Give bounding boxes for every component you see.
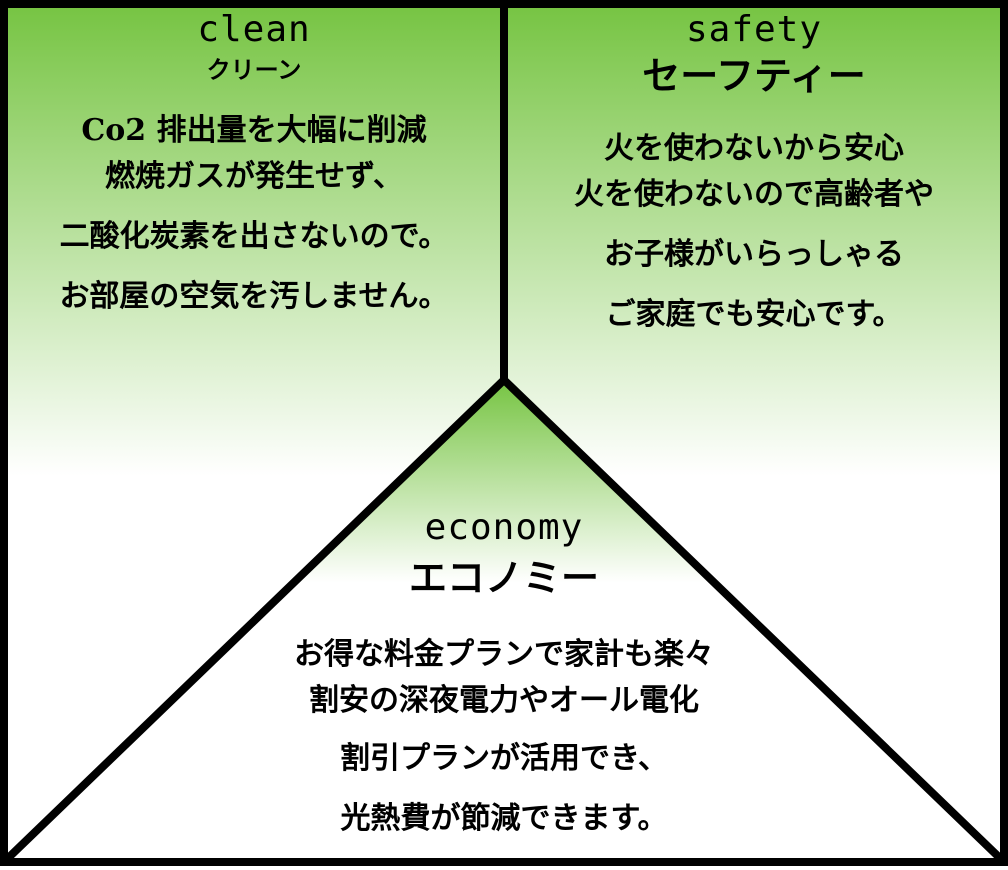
clean-panel: clean クリーン Co2 排出量を大幅に削減 燃焼ガスが発生せず、 二酸化炭… bbox=[8, 8, 500, 320]
clean-line: 燃焼ガスが発生せず、 bbox=[105, 159, 403, 194]
clean-title-en: clean bbox=[197, 9, 311, 50]
economy-line: お得な料金プランで家計も楽々 bbox=[294, 637, 714, 672]
economy-title-jp: エコノミー bbox=[408, 555, 599, 600]
economy-panel-bg bbox=[4, 380, 1004, 862]
clean-panel-bg bbox=[4, 4, 504, 862]
economy-line: 光熱費が節減できます。 bbox=[340, 801, 668, 836]
safety-line: ご家庭でも安心です。 bbox=[605, 297, 903, 332]
triangle-left-edge bbox=[1, 375, 509, 865]
economy-line: 割引プランが活用でき、 bbox=[340, 741, 668, 776]
safety-line: お子様がいらっしゃる bbox=[604, 237, 904, 272]
clean-line: お部屋の空気を汚しません。 bbox=[59, 279, 449, 314]
economy-panel: economy エコノミー お得な料金プランで家計も楽々 割安の深夜電力やオール… bbox=[154, 504, 854, 842]
clean-title-jp: クリーン bbox=[206, 55, 302, 84]
economy-line: 割安の深夜電力やオール電化 bbox=[309, 683, 699, 718]
safety-panel-bg bbox=[504, 4, 1004, 862]
clean-line: 二酸化炭素を出さないので。 bbox=[59, 219, 449, 254]
safety-panel: safety セーフティー 火を使わないから安心 火を使わないので高齢者や お子… bbox=[508, 8, 1000, 338]
safety-title-jp: セーフティー bbox=[642, 53, 866, 98]
triangle-right-edge bbox=[499, 375, 1007, 865]
safety-line: 火を使わないので高齢者や bbox=[574, 177, 934, 212]
safety-title-en: safety bbox=[685, 9, 823, 50]
clean-line: Co2 排出量を大幅に削減 bbox=[81, 113, 427, 148]
safety-line: 火を使わないから安心 bbox=[604, 131, 904, 166]
economy-title-en: economy bbox=[424, 507, 584, 548]
